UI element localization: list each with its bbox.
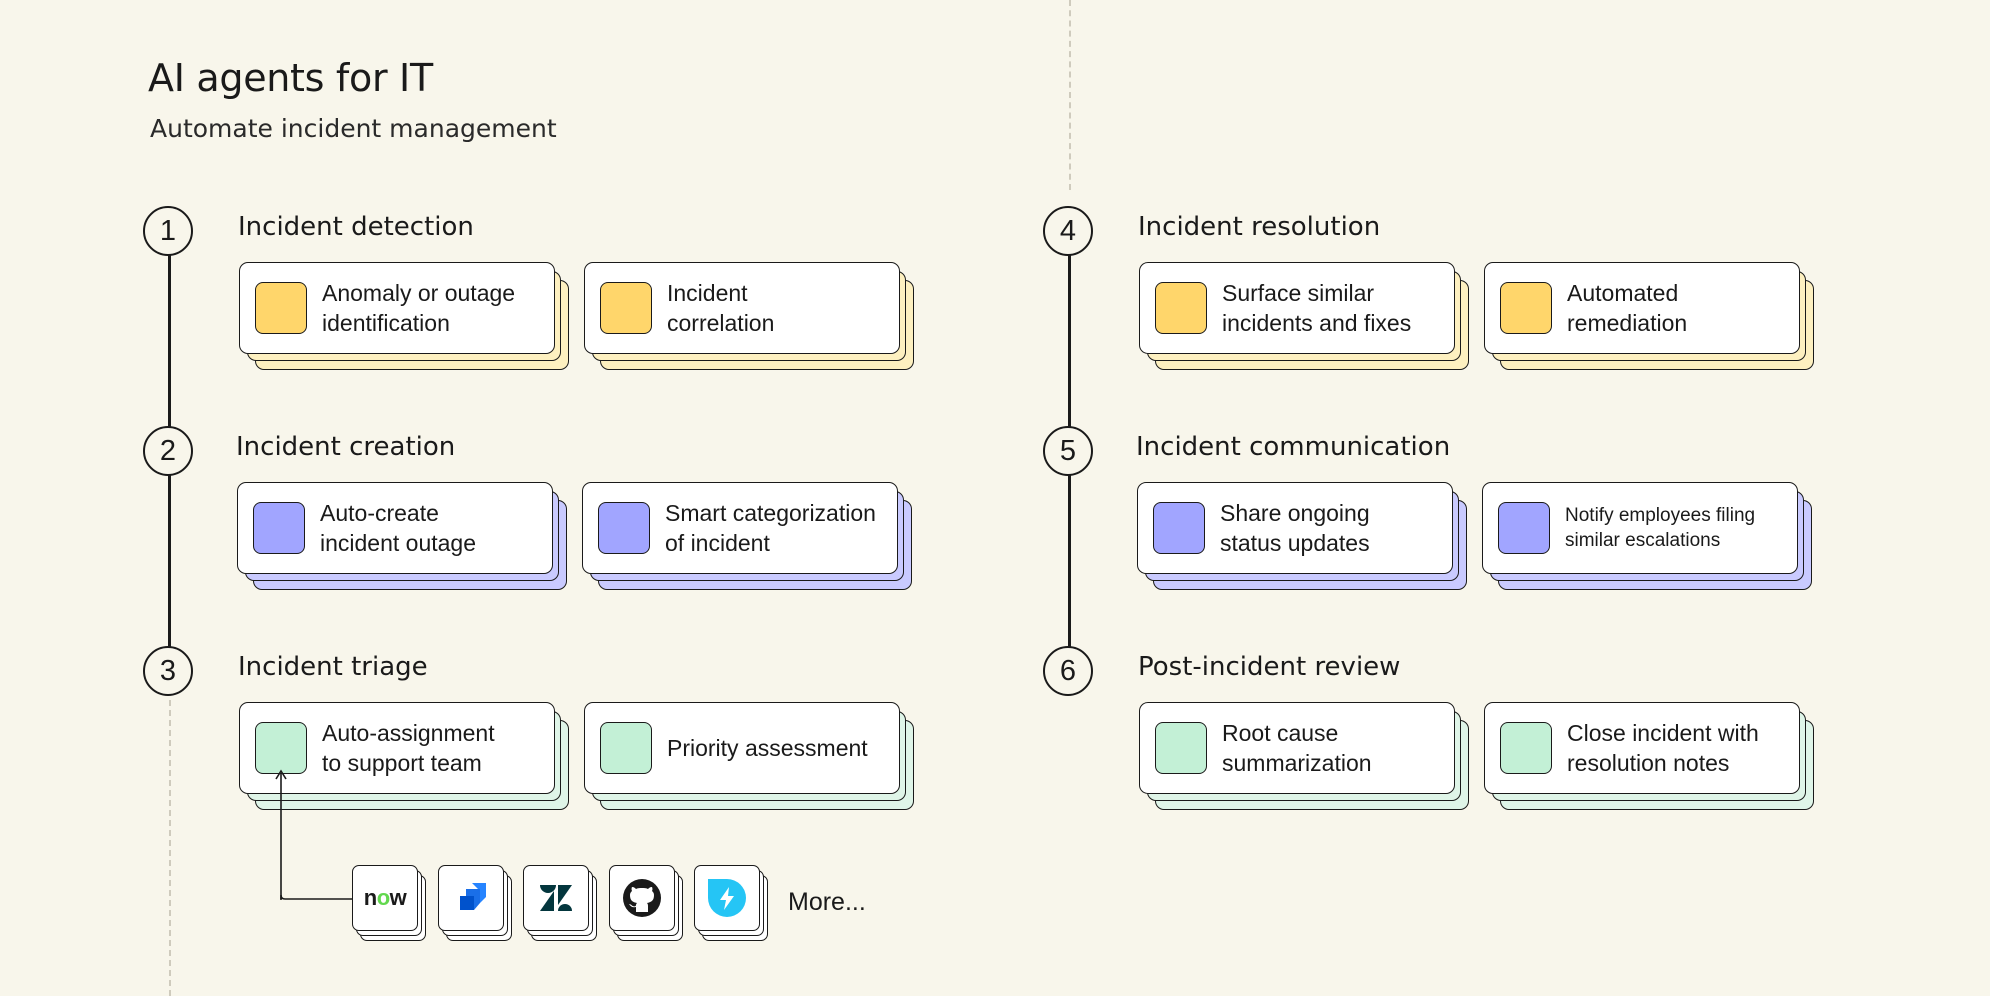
card-notify-employees[interactable]: Notify employees filing similar escalati…: [1482, 482, 1812, 598]
card-label: Close incident with resolution notes: [1567, 720, 1759, 776]
card-label: Notify employees filing similar escalati…: [1565, 505, 1756, 551]
card-label: Auto-assignment to support team: [322, 720, 495, 776]
integration-zendesk[interactable]: [523, 865, 599, 943]
card-label: Root cause summarization: [1222, 720, 1372, 776]
card-auto-create-incident[interactable]: Auto-create incident outage: [237, 482, 567, 598]
card-label: Auto-create incident outage: [320, 500, 477, 556]
github-icon: [609, 865, 675, 931]
integration-servicenow[interactable]: now: [352, 865, 428, 943]
card-icon: [255, 282, 307, 334]
freshservice-icon: [694, 865, 760, 931]
step-1-title: Incident detection: [238, 212, 474, 242]
integration-github[interactable]: [609, 865, 685, 943]
step-1-number: 1: [143, 206, 193, 256]
card-share-status-updates[interactable]: Share ongoing status updates: [1137, 482, 1467, 598]
jira-icon: [438, 865, 504, 931]
step-6-title: Post-incident review: [1138, 652, 1401, 682]
card-incident-correlation[interactable]: Incident correlation: [584, 262, 914, 378]
integration-jira[interactable]: [438, 865, 514, 943]
card-icon: [1500, 282, 1552, 334]
step-3-number: 3: [143, 646, 193, 696]
card-label: Share ongoing status updates: [1220, 500, 1370, 556]
card-label: Automated remediation: [1567, 280, 1688, 336]
card-label: Priority assessment: [667, 735, 868, 761]
card-icon: [1500, 722, 1552, 774]
integration-freshservice[interactable]: [694, 865, 770, 943]
step-3-title: Incident triage: [238, 652, 428, 682]
integration-connector-arrow: [275, 769, 354, 901]
card-icon: [1498, 502, 1550, 554]
step-2-number: 2: [143, 426, 193, 476]
page-title: AI agents for IT: [148, 56, 433, 100]
center-guide-dashed: [1069, 0, 1071, 190]
card-label: Smart categorization of incident: [665, 500, 876, 556]
card-anomaly-identification[interactable]: Anomaly or outage identification: [239, 262, 569, 378]
card-icon: [1153, 502, 1205, 554]
card-close-incident[interactable]: Close incident with resolution notes: [1484, 702, 1814, 818]
card-icon: [1155, 722, 1207, 774]
step-6-number: 6: [1043, 646, 1093, 696]
card-auto-assignment[interactable]: Auto-assignment to support team: [239, 702, 569, 818]
step-4-title: Incident resolution: [1138, 212, 1381, 242]
card-automated-remediation[interactable]: Automated remediation: [1484, 262, 1814, 378]
card-label: Surface similar incidents and fixes: [1222, 280, 1412, 336]
step-2-title: Incident creation: [236, 432, 456, 462]
card-smart-categorization[interactable]: Smart categorization of incident: [582, 482, 912, 598]
page-subtitle: Automate incident management: [150, 114, 557, 143]
left-guide-dashed: [169, 700, 171, 996]
more-integrations-link[interactable]: More...: [788, 888, 866, 916]
card-priority-assessment[interactable]: Priority assessment: [584, 702, 914, 818]
servicenow-icon: now: [352, 865, 418, 931]
card-root-cause-summarization[interactable]: Root cause summarization: [1139, 702, 1469, 818]
card-icon: [600, 722, 652, 774]
step-4-number: 4: [1043, 206, 1093, 256]
step-5-title: Incident communication: [1136, 432, 1451, 462]
card-icon: [600, 282, 652, 334]
card-icon: [1155, 282, 1207, 334]
step-5-number: 5: [1043, 426, 1093, 476]
card-label: Incident correlation: [667, 280, 775, 336]
card-icon: [253, 502, 305, 554]
card-label: Anomaly or outage identification: [322, 280, 516, 336]
card-icon: [598, 502, 650, 554]
zendesk-icon: [523, 865, 589, 931]
card-surface-similar-incidents[interactable]: Surface similar incidents and fixes: [1139, 262, 1469, 378]
